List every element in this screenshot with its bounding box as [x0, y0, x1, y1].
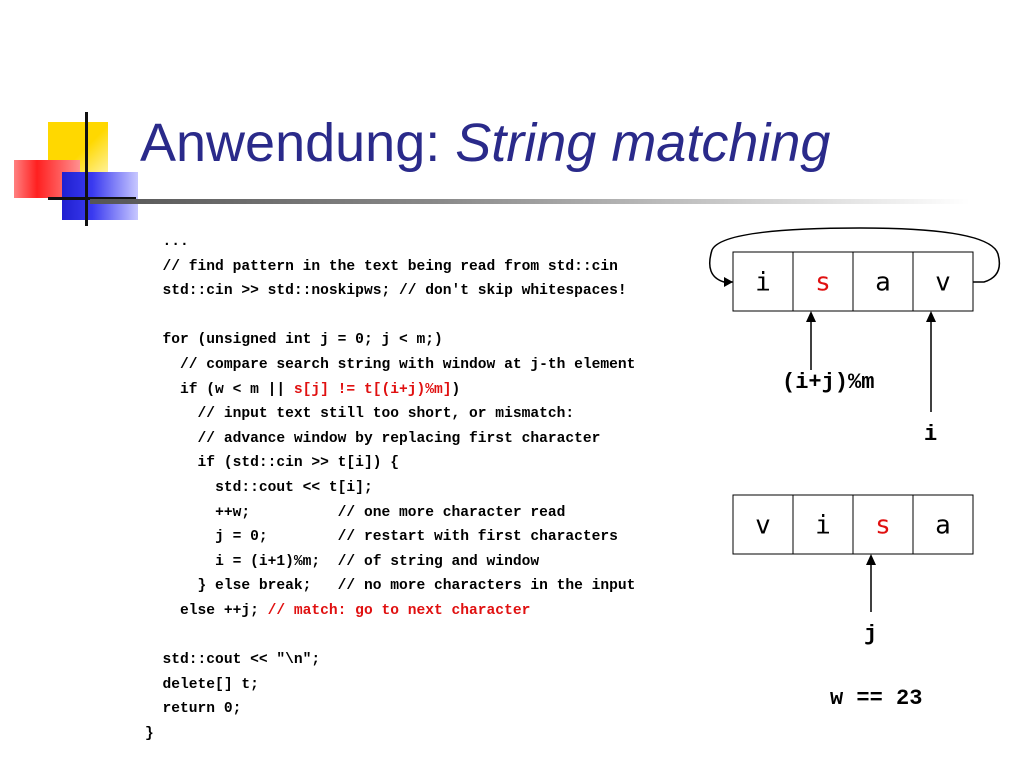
window-cell-char: a	[875, 268, 891, 298]
code-line: ++w; // one more character read	[145, 501, 635, 526]
code-line	[145, 624, 635, 649]
code-indent	[145, 529, 215, 545]
code-highlight: s[j] != t[(i+j)%m]	[293, 381, 452, 398]
index-expr-arrowhead	[806, 311, 816, 322]
window-cell-char: s	[815, 268, 831, 298]
code-line: ...	[145, 230, 635, 255]
index-expr-label: (i+j)%m	[782, 370, 874, 395]
code-indent	[145, 332, 163, 348]
code-text: j = 0; // restart with first characters	[215, 529, 618, 546]
code-text: std::cout << "\n";	[162, 652, 321, 669]
j-label: j	[864, 622, 877, 647]
code-text: std::cout << t[i];	[215, 479, 373, 496]
pattern-cell-char: s	[875, 511, 891, 541]
i-label: i	[924, 422, 937, 447]
code-indent	[145, 652, 163, 668]
code-text: i = (i+1)%m; // of string and window	[215, 553, 540, 570]
pattern-cell	[732, 494, 794, 555]
logo-vertical-line	[85, 112, 88, 226]
pattern-cell	[912, 494, 974, 555]
code-text: if (w < m ||	[180, 381, 294, 398]
code-text: // advance window by replacing first cha…	[197, 430, 601, 447]
code-line: // input text still too short, or mismat…	[145, 402, 635, 427]
code-text: } else break; // no more characters in t…	[197, 578, 636, 595]
code-indent	[145, 603, 180, 619]
code-highlight: // match: go to next character	[267, 602, 531, 619]
code-line: // find pattern in the text being read f…	[145, 255, 635, 280]
code-indent	[145, 554, 215, 570]
code-line: delete[] t;	[145, 673, 635, 698]
j-arrowhead	[866, 554, 876, 565]
code-text: else ++j;	[180, 602, 268, 619]
code-indent	[145, 455, 198, 471]
code-line: }	[145, 722, 635, 747]
code-line: if (w < m || s[j] != t[(i+j)%m])	[145, 378, 635, 403]
code-line: for (unsigned int j = 0; j < m;)	[145, 328, 635, 353]
title-italic: String matching	[455, 113, 831, 173]
code-indent	[145, 234, 163, 250]
code-indent	[145, 431, 198, 447]
code-indent	[145, 578, 198, 594]
pattern-cell	[852, 494, 914, 555]
code-indent	[145, 259, 163, 275]
code-line: i = (i+1)%m; // of string and window	[145, 550, 635, 575]
code-indent	[145, 283, 163, 299]
code-indent	[145, 505, 215, 521]
code-indent	[145, 382, 180, 398]
code-line: std::cout << t[i];	[145, 476, 635, 501]
code-text: delete[] t;	[162, 676, 259, 693]
title-plain: Anwendung:	[140, 113, 456, 173]
window-cell	[852, 251, 914, 312]
wraparound-arc	[709, 227, 1001, 283]
code-text: }	[145, 725, 154, 742]
wraparound-arrowhead	[724, 277, 733, 287]
code-text: for (unsigned int j = 0; j < m;)	[162, 332, 443, 349]
code-text: )	[451, 381, 461, 398]
code-indent	[145, 357, 180, 373]
code-indent	[145, 406, 198, 422]
code-line: } else break; // no more characters in t…	[145, 574, 636, 599]
code-text: ...	[162, 234, 189, 250]
code-indent	[145, 480, 215, 496]
code-text: ++w; // one more character read	[215, 504, 566, 521]
window-cell	[732, 251, 794, 312]
code-text: std::cin >> std::noskipws; // don't skip…	[162, 283, 627, 300]
window-cell-char: v	[935, 268, 951, 298]
code-text: // compare search string with window at …	[180, 356, 636, 373]
code-line: else ++j; // match: go to next character	[145, 599, 635, 624]
logo-horizontal-line	[48, 197, 136, 200]
code-text: // find pattern in the text being read f…	[162, 258, 618, 275]
pattern-cell-char: v	[755, 511, 771, 541]
pattern-cell-char: a	[935, 511, 951, 541]
title-divider	[90, 199, 970, 204]
code-text: return 0;	[162, 701, 242, 718]
pattern-cell-char: i	[815, 511, 831, 541]
code-indent	[145, 677, 163, 693]
i-arrowhead	[926, 311, 936, 322]
code-text: if (std::cin >> t[i]) {	[197, 455, 399, 472]
code-line: // advance window by replacing first cha…	[145, 427, 635, 452]
window-cell	[792, 251, 854, 312]
code-text: // input text still too short, or mismat…	[197, 406, 575, 423]
window-cell-char: i	[755, 268, 771, 298]
code-indent	[145, 701, 163, 717]
code-line: std::cout << "\n";	[145, 648, 635, 673]
slide-title: Anwendung: String matching	[140, 112, 830, 174]
code-line: std::cin >> std::noskipws; // don't skip…	[145, 279, 635, 304]
code-line: j = 0; // restart with first characters	[145, 525, 635, 550]
pattern-cell	[792, 494, 854, 555]
code-line: if (std::cin >> t[i]) {	[145, 451, 635, 476]
code-line: // compare search string with window at …	[145, 353, 635, 378]
slide-logo	[0, 0, 140, 240]
window-cell	[912, 251, 974, 312]
w-value-label: w == 23	[830, 686, 922, 711]
code-listing: ... // find pattern in the text being re…	[145, 230, 635, 746]
code-line	[145, 304, 635, 329]
code-line: return 0;	[145, 697, 635, 722]
logo-blue-square	[62, 172, 138, 220]
